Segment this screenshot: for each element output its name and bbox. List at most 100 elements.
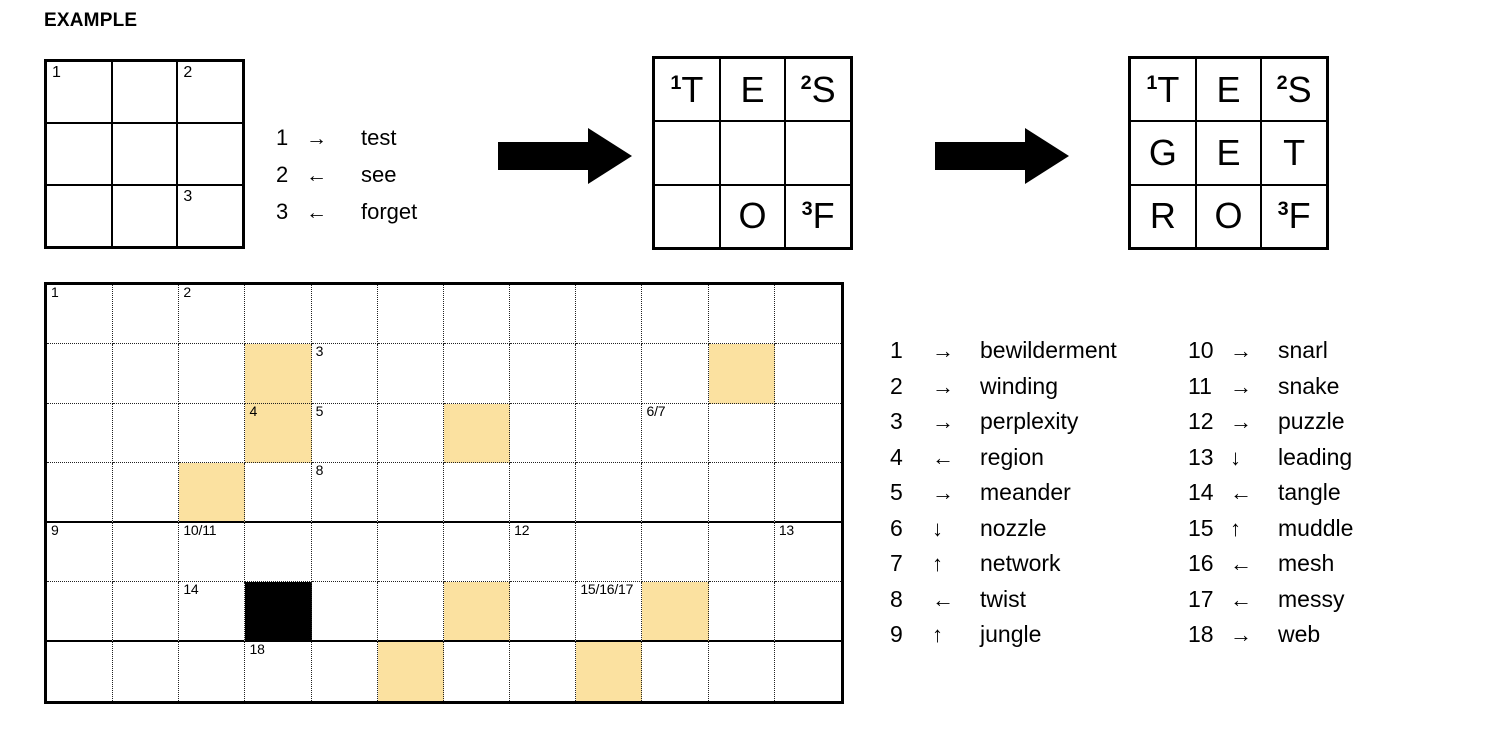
crossword-cell[interactable]: 13 (774, 522, 841, 583)
crossword-cell[interactable] (642, 463, 709, 523)
crossword-cell[interactable] (510, 582, 577, 642)
crossword-cell[interactable]: 3 (311, 344, 378, 404)
clue-row[interactable]: 13↓leading (1188, 440, 1353, 476)
example-cell[interactable] (112, 62, 177, 122)
crossword-cell[interactable] (708, 463, 775, 523)
crossword-cell[interactable] (47, 463, 114, 523)
example-cell[interactable]: O (1196, 185, 1261, 247)
clue-row[interactable]: 6↓nozzle (890, 511, 1117, 547)
crossword-cell[interactable]: 18 (245, 641, 312, 701)
crossword-cell[interactable] (311, 522, 378, 583)
crossword-cell[interactable] (774, 285, 841, 345)
example-cell[interactable] (720, 122, 785, 184)
example-cell[interactable] (178, 124, 242, 184)
clue-row[interactable]: 4←region (890, 440, 1117, 476)
crossword-cell[interactable] (774, 403, 841, 464)
crossword-cell[interactable] (510, 344, 577, 404)
crossword-cell[interactable] (576, 285, 643, 345)
example-cell[interactable]: 2S (1262, 59, 1326, 121)
crossword-cell[interactable] (179, 403, 246, 464)
crossword-cell[interactable] (510, 641, 577, 701)
crossword-highlighted-cell[interactable] (443, 582, 511, 642)
crossword-cell[interactable] (708, 403, 775, 464)
crossword-cell[interactable] (113, 344, 180, 404)
crossword-cell[interactable]: 1 (47, 285, 114, 345)
example-cell[interactable]: 3 (178, 186, 242, 246)
example-cell[interactable] (47, 124, 111, 184)
crossword-cell[interactable] (113, 463, 180, 523)
crossword-cell[interactable] (576, 344, 643, 404)
crossword-cell[interactable] (774, 641, 841, 701)
crossword-cell[interactable] (774, 463, 841, 523)
crossword-highlighted-cell[interactable] (245, 344, 312, 404)
crossword-cell[interactable]: 8 (311, 463, 378, 523)
crossword-cell[interactable] (179, 344, 246, 404)
crossword-cell[interactable] (47, 641, 114, 701)
clue-row[interactable]: 12→puzzle (1188, 404, 1353, 440)
crossword-cell[interactable] (642, 344, 709, 404)
crossword-cell[interactable] (708, 641, 775, 701)
clue-row[interactable]: 17←messy (1188, 582, 1353, 618)
crossword-cell[interactable] (642, 522, 709, 583)
example-cell[interactable] (112, 124, 177, 184)
clue-row[interactable]: 15↑muddle (1188, 511, 1353, 547)
crossword-cell[interactable] (443, 522, 511, 583)
crossword-cell[interactable] (245, 522, 312, 583)
crossword-cell[interactable] (377, 522, 444, 583)
crossword-cell[interactable] (311, 582, 378, 642)
crossword-cell[interactable] (443, 344, 511, 404)
crossword-cell[interactable] (510, 285, 577, 345)
example-cell[interactable]: 3F (1262, 185, 1326, 247)
crossword-cell[interactable]: 12 (510, 522, 577, 583)
clue-row[interactable]: 9↑jungle (890, 617, 1117, 653)
clue-row[interactable]: 7↑network (890, 546, 1117, 582)
crossword-cell[interactable] (642, 641, 709, 701)
crossword-cell[interactable] (377, 403, 444, 464)
crossword-cell[interactable] (576, 403, 643, 464)
example-cell[interactable]: 2 (178, 62, 242, 122)
crossword-cell[interactable] (311, 641, 378, 701)
crossword-cell[interactable] (708, 285, 775, 345)
crossword-cell[interactable] (443, 641, 511, 701)
crossword-cell[interactable] (113, 641, 180, 701)
crossword-cell[interactable]: 10/11 (179, 522, 246, 583)
crossword-highlighted-cell[interactable]: 4 (245, 403, 312, 464)
crossword-highlighted-cell[interactable] (642, 582, 709, 642)
crossword-cell[interactable] (113, 582, 180, 642)
crossword-cell[interactable] (179, 641, 246, 701)
crossword-cell[interactable]: 5 (311, 403, 378, 464)
clue-row[interactable]: 14←tangle (1188, 475, 1353, 511)
example-cell[interactable]: 1T (655, 59, 719, 121)
crossword-cell[interactable]: 15/16/17 (576, 582, 643, 642)
clue-row[interactable]: 5→meander (890, 475, 1117, 511)
example-cell[interactable]: G (1131, 122, 1195, 184)
crossword-cell[interactable] (311, 285, 378, 345)
crossword-cell[interactable] (377, 463, 444, 523)
crossword-highlighted-cell[interactable] (179, 463, 246, 523)
crossword-highlighted-cell[interactable] (377, 641, 444, 701)
crossword-cell[interactable] (113, 403, 180, 464)
example-cell[interactable]: E (1196, 59, 1261, 121)
crossword-cell[interactable] (47, 344, 114, 404)
example-cell[interactable]: 1T (1131, 59, 1195, 121)
example-cell[interactable]: 3F (786, 185, 850, 247)
crossword-cell[interactable] (47, 582, 114, 642)
example-cell[interactable]: O (720, 185, 785, 247)
crossword-cell[interactable] (576, 522, 643, 583)
example-cell[interactable]: 2S (786, 59, 850, 121)
example-cell[interactable] (655, 122, 719, 184)
crossword-cell[interactable] (443, 285, 511, 345)
crossword-highlighted-cell[interactable] (576, 641, 643, 701)
crossword-cell[interactable] (377, 285, 444, 345)
example-cell[interactable] (47, 186, 111, 246)
crossword-cell[interactable] (774, 582, 841, 642)
clue-row[interactable]: 18→web (1188, 617, 1353, 653)
crossword-cell[interactable] (443, 463, 511, 523)
example-cell[interactable]: E (720, 59, 785, 121)
clue-row[interactable]: 11→snake (1188, 369, 1353, 405)
crossword-cell[interactable] (113, 522, 180, 583)
crossword-cell[interactable]: 6/7 (642, 403, 709, 464)
clue-row[interactable]: 3→perplexity (890, 404, 1117, 440)
crossword-cell[interactable]: 2 (179, 285, 246, 345)
clue-row[interactable]: 8←twist (890, 582, 1117, 618)
